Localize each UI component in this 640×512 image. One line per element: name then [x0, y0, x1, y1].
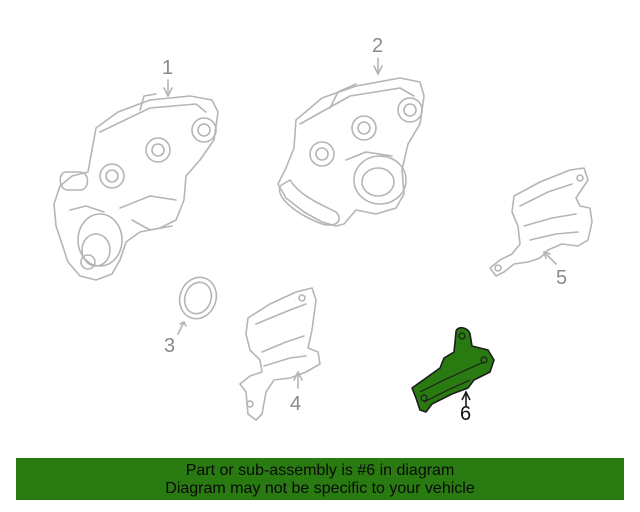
callout-4: 4	[290, 393, 302, 415]
callout-2: 2	[372, 35, 384, 57]
banner-line-disclaimer: Diagram may not be specific to your vehi…	[165, 480, 475, 497]
callout-3: 3	[164, 335, 176, 357]
part-3-gasket[interactable]	[174, 272, 222, 324]
part-5-heat-shield[interactable]	[489, 167, 593, 277]
part-2-turbocharger[interactable]	[277, 77, 425, 227]
part-4-heat-shield[interactable]	[239, 287, 321, 421]
banner-line-part: Part or sub-assembly is #6 in diagram	[185, 462, 455, 479]
leader-lines	[163, 57, 557, 389]
part-6-bracket[interactable]	[411, 326, 495, 413]
callout-6: 6	[460, 403, 472, 425]
callout-1: 1	[162, 57, 174, 79]
callout-5: 5	[556, 267, 568, 289]
info-banner: Part or sub-assembly is #6 in diagram Di…	[16, 458, 624, 500]
part-1-turbocharger[interactable]	[53, 93, 219, 281]
